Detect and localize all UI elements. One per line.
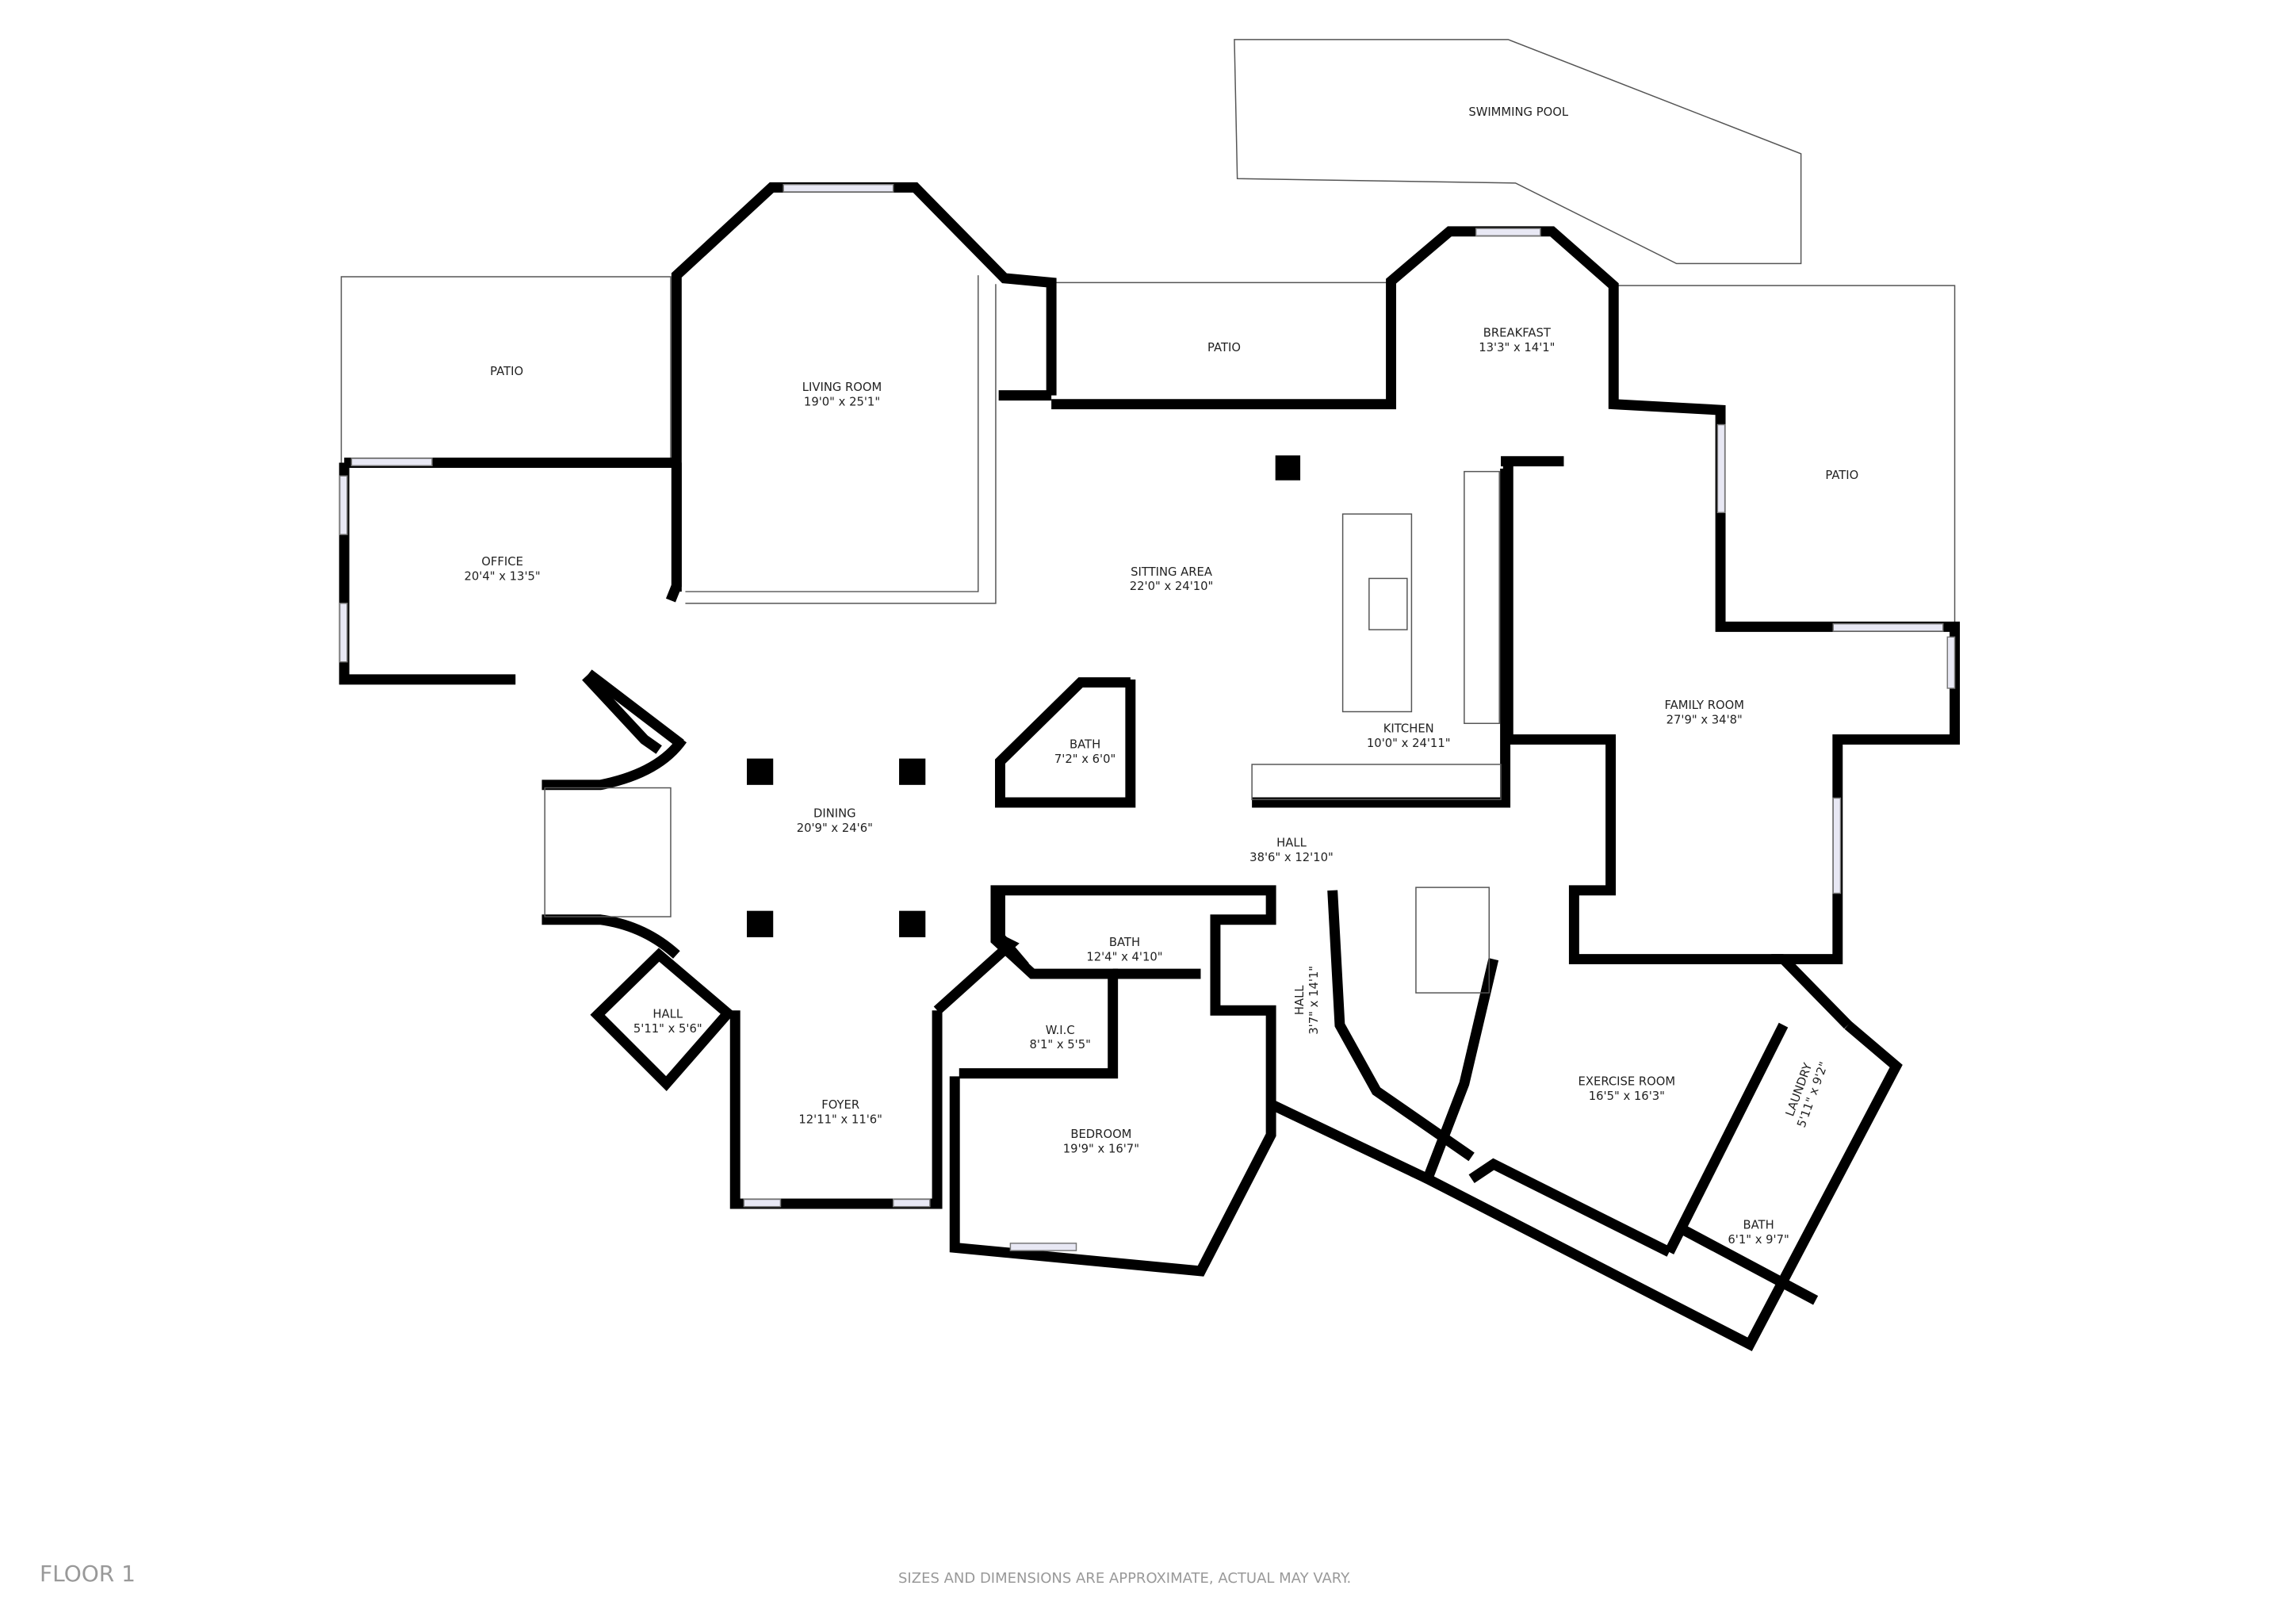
swimming-pool-outline: [1234, 39, 1802, 265]
room-name: EXERCISE ROOM: [1578, 1074, 1676, 1088]
living-room-inner-2: [685, 284, 997, 604]
room-name: BATH: [1109, 936, 1140, 949]
room-size: 38'6" x 12'10": [1249, 851, 1334, 864]
room-name: LIVING ROOM: [802, 381, 882, 394]
room-name: FAMILY ROOM: [1664, 699, 1744, 712]
kitchen-counter: [1464, 470, 1500, 725]
room-name: BREAKFAST: [1483, 327, 1552, 340]
patio-left-outline: [340, 276, 672, 463]
svg-text:LAUNDRY5'11" x 9'2": LAUNDRY5'11" x 9'2": [1781, 1055, 1831, 1130]
cooktop-icon: [1368, 577, 1408, 630]
room-size: 8'1" x 5'5": [1029, 1038, 1090, 1051]
room-size: 19'0" x 25'1": [804, 396, 880, 409]
kitchen-counter-bottom: [1251, 764, 1502, 801]
room-size: 27'9" x 34'8": [1667, 713, 1743, 726]
patio-right-outline: [1617, 285, 1956, 627]
living-room-inner: [685, 275, 979, 592]
room-size: 3'7" x 14'1": [1307, 966, 1321, 1035]
room-size: 22'0" x 24'10": [1130, 580, 1214, 593]
room-size: 12'4" x 4'10": [1086, 950, 1162, 963]
windows: [339, 183, 1956, 1251]
room-size: 10'0" x 24'11": [1367, 737, 1451, 750]
svg-text:HALL3'7" x 14'1": HALL3'7" x 14'1": [1293, 966, 1321, 1035]
room-name: BEDROOM: [1070, 1128, 1131, 1141]
room-name: PATIO: [1207, 341, 1241, 354]
svg-text:PATIO: PATIO: [1207, 341, 1241, 354]
room-size: 7'2" x 6'0": [1054, 753, 1115, 766]
room-name: HALL: [1293, 985, 1307, 1015]
svg-text:SWIMMING POOL: SWIMMING POOL: [1468, 105, 1568, 119]
room-size: 20'9" x 24'6": [797, 822, 873, 835]
room-name: PATIO: [1825, 469, 1858, 482]
room-name: BATH: [1070, 738, 1100, 752]
room-name: OFFICE: [481, 555, 523, 569]
room-size: 5'11" x 5'6": [633, 1022, 702, 1036]
svg-text:W.I.C8'1" x 5'5": W.I.C8'1" x 5'5": [1029, 1024, 1090, 1051]
room-name: FOYER: [821, 1098, 859, 1112]
columns: [747, 455, 1301, 937]
room-size: 12'11" x 11'6": [798, 1113, 882, 1126]
room-size: 13'3" x 14'1": [1479, 341, 1555, 354]
svg-text:PATIO: PATIO: [490, 365, 523, 378]
room-name: KITCHEN: [1383, 722, 1434, 735]
room-name: BATH: [1743, 1218, 1774, 1231]
kitchen-island: [1341, 513, 1413, 713]
floor-label: FLOOR 1: [40, 1561, 136, 1587]
room-size: 6'1" x 9'7": [1728, 1233, 1789, 1247]
room-name: HALL: [1276, 836, 1307, 849]
room-size: 20'4" x 13'5": [464, 569, 540, 583]
room-name: HALL: [652, 1007, 683, 1021]
room-size: 16'5" x 16'3": [1589, 1090, 1665, 1103]
walls: [339, 182, 1960, 1351]
room-name: PATIO: [490, 365, 523, 378]
room-name: SWIMMING POOL: [1468, 105, 1568, 119]
room-size: 19'9" x 16'7": [1063, 1142, 1139, 1155]
room-name: SITTING AREA: [1131, 565, 1212, 579]
staircase-left: [544, 787, 672, 917]
room-name: DINING: [813, 806, 856, 820]
room-name: W.I.C: [1046, 1024, 1075, 1037]
staircase-center: [1415, 887, 1490, 994]
disclaimer: SIZES AND DIMENSIONS ARE APPROXIMATE, AC…: [898, 1570, 1352, 1587]
svg-text:PATIO: PATIO: [1825, 469, 1858, 482]
